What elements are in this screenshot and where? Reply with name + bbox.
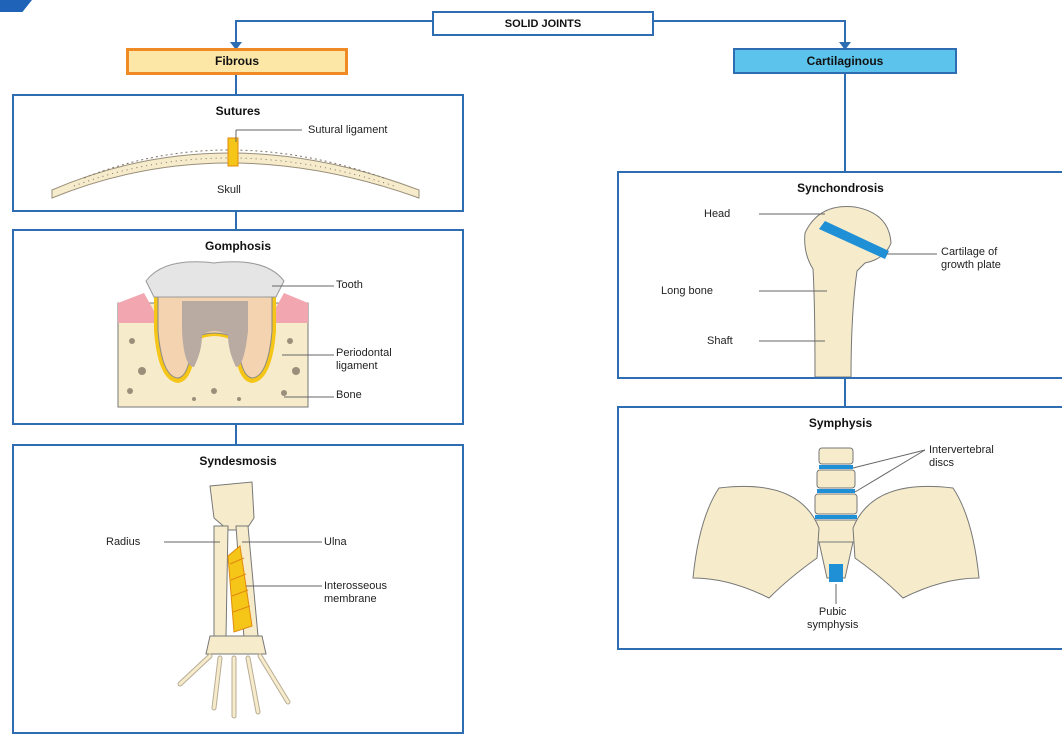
gomphosis-panel: Gomphosis Tooth Periodontal ligament Bon… xyxy=(12,229,464,425)
periodontal-ligament-label: Periodontal ligament xyxy=(336,347,392,373)
long-bone-illustration xyxy=(619,173,1062,377)
ulna-label: Ulna xyxy=(324,536,347,549)
fibrous-header: Fibrous xyxy=(126,48,348,75)
sutures-panel: Sutures Sutural ligament Skull xyxy=(12,94,464,212)
forearm-illustration xyxy=(14,446,462,726)
cartilage-growth-plate-label: Cartilage of growth plate xyxy=(941,246,1001,272)
head-label: Head xyxy=(704,208,730,221)
cartilaginous-header: Cartilaginous xyxy=(733,48,957,74)
sutural-ligament-label: Sutural ligament xyxy=(308,124,388,137)
shaft-label: Shaft xyxy=(707,335,733,348)
root-node: SOLID JOINTS xyxy=(432,11,654,36)
syndesmosis-panel: Syndesmosis Radius U xyxy=(12,444,464,734)
tooth-illustration xyxy=(14,231,462,423)
interosseous-membrane-label: Interosseous membrane xyxy=(324,580,387,606)
skull-label: Skull xyxy=(217,184,241,197)
intervertebral-discs-label: Intervertebral discs xyxy=(929,444,994,470)
root-label: SOLID JOINTS xyxy=(434,18,652,30)
radius-label: Radius xyxy=(106,536,140,549)
symphysis-panel: Symphysis Intervertebral discs Pubic sym… xyxy=(617,406,1062,650)
bone-label: Bone xyxy=(336,389,362,402)
synchondrosis-panel: Synchondrosis Head Long bone Shaft Carti… xyxy=(617,171,1062,379)
pubic-symphysis-label: Pubic symphysis xyxy=(807,606,858,632)
tooth-label: Tooth xyxy=(336,279,363,292)
long-bone-label: Long bone xyxy=(661,285,713,298)
